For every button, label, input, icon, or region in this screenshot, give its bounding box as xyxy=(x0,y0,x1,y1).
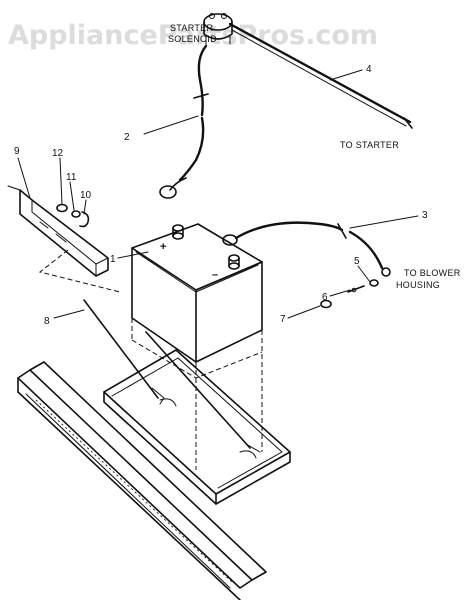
note-starter-solenoid-2: SOLENOID xyxy=(168,34,217,44)
callout-10: 10 xyxy=(80,190,92,201)
callout-3: 3 xyxy=(422,210,428,221)
negative-sign: – xyxy=(212,269,218,281)
callout-1: 1 xyxy=(110,254,116,265)
cable-to-starter xyxy=(228,22,413,129)
note-starter-solenoid-1: STARTER xyxy=(170,23,213,33)
callout-5: 5 xyxy=(354,256,360,267)
positive-terminal xyxy=(172,224,184,240)
battery: + – xyxy=(131,223,263,363)
hold-down-rod xyxy=(83,299,165,405)
positive-sign: + xyxy=(160,241,166,253)
hardware-washers xyxy=(56,203,90,228)
hardware-nut-bolt xyxy=(320,279,379,309)
callout-9: 9 xyxy=(14,146,20,157)
battery-tray xyxy=(103,349,291,505)
callout-7: 7 xyxy=(280,314,286,325)
note-to-blower-2: HOUSING xyxy=(396,280,440,290)
callout-2: 2 xyxy=(124,132,130,143)
callout-4: 4 xyxy=(366,64,372,75)
leader-lines xyxy=(17,69,419,319)
callout-numbers: 2 4 3 1 8 9 12 11 10 5 6 7 xyxy=(14,64,428,327)
frame-rail xyxy=(17,361,267,600)
note-to-blower-1: TO BLOWER xyxy=(404,268,461,278)
callout-11: 11 xyxy=(66,172,77,183)
negative-terminal xyxy=(228,254,240,270)
notes: STARTER SOLENOID TO STARTER TO BLOWER HO… xyxy=(168,23,461,290)
callout-6: 6 xyxy=(322,292,328,303)
watermark-text: AppliancePartsPros.com xyxy=(8,20,378,51)
cable-positive xyxy=(159,44,209,199)
starter-solenoid xyxy=(203,13,233,47)
tie-rod xyxy=(145,331,261,453)
note-to-starter: TO STARTER xyxy=(340,140,399,150)
callout-12: 12 xyxy=(52,148,64,159)
hold-down-bracket xyxy=(7,185,109,277)
callout-8: 8 xyxy=(44,316,50,327)
alignment-lines xyxy=(38,249,263,470)
cable-negative xyxy=(222,221,391,277)
